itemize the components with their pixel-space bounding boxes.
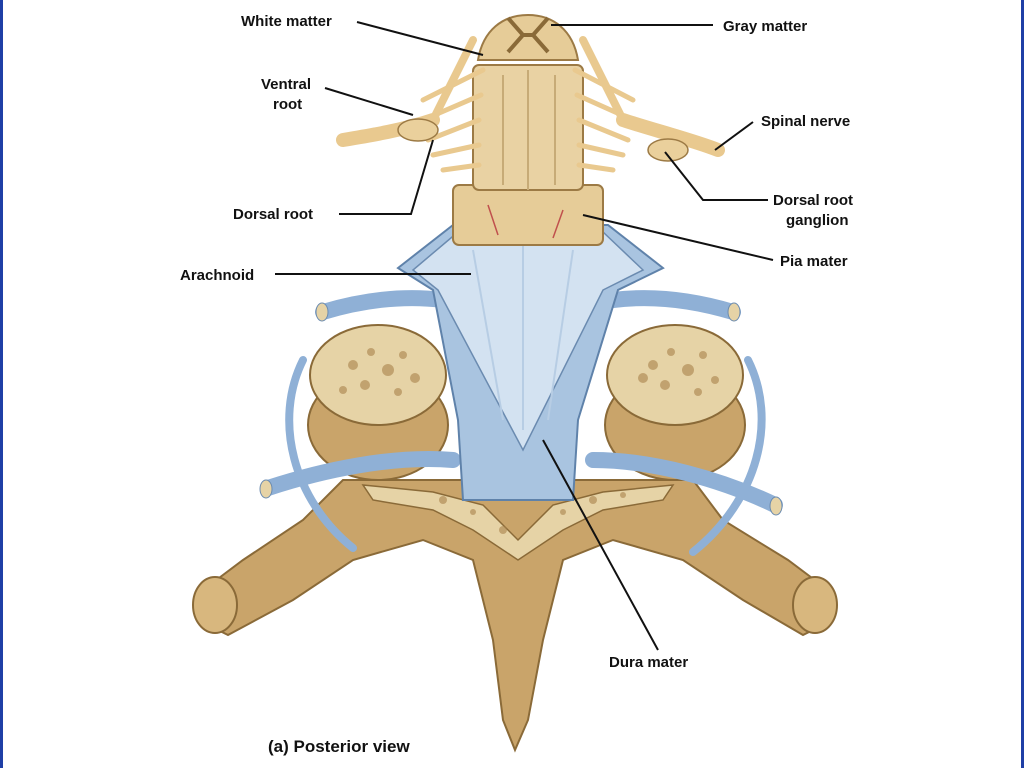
left-nerve-end bbox=[315, 302, 329, 322]
upper-nerve-roots bbox=[336, 36, 725, 173]
cord-pia-segment bbox=[452, 184, 604, 246]
right-spinal-nerve bbox=[616, 113, 725, 157]
label-gray-matter: Gray matter bbox=[723, 18, 807, 35]
pia-vessels bbox=[487, 204, 564, 239]
leader-lines bbox=[275, 21, 774, 651]
labels: White matter Gray matter Ventral root Sp… bbox=[180, 13, 853, 756]
label-pia-mater: Pia mater bbox=[780, 253, 848, 270]
spongy-bone-pores bbox=[339, 348, 719, 534]
left-upper-nerve bbox=[315, 290, 451, 320]
label-white-matter: White matter bbox=[241, 13, 332, 30]
left-vertebral-body-top bbox=[309, 324, 447, 426]
leader-spinal-nerve bbox=[714, 121, 754, 151]
meningeal-sheath bbox=[396, 224, 665, 501]
right-upper-branch bbox=[579, 36, 627, 124]
spinal-cord bbox=[452, 13, 604, 246]
left-outer-nerve bbox=[285, 356, 357, 552]
label-ventral-root-2: root bbox=[273, 96, 302, 113]
label-dorsal-root: Dorsal root bbox=[233, 206, 313, 223]
dura-fold-lines bbox=[472, 245, 574, 430]
right-ganglion bbox=[647, 138, 689, 162]
spinal-cord-meninges-diagram: White matter Gray matter Ventral root Sp… bbox=[180, 13, 853, 756]
lamina-cut-surface bbox=[361, 484, 675, 561]
lower-spinal-nerves bbox=[259, 290, 783, 556]
leader-pia-mater bbox=[582, 214, 774, 261]
label-dorsal-root-ganglion-1: Dorsal root bbox=[773, 192, 853, 209]
left-lower-nerve bbox=[260, 451, 461, 496]
label-spinal-nerve: Spinal nerve bbox=[761, 113, 850, 130]
figure-caption: (a) Posterior view bbox=[268, 737, 410, 756]
gray-matter-shape bbox=[506, 16, 550, 54]
left-upper-branch bbox=[429, 36, 477, 124]
left-lower-nerve-end bbox=[259, 479, 273, 499]
label-ventral-root-1: Ventral bbox=[261, 76, 311, 93]
label-dura-mater: Dura mater bbox=[609, 654, 688, 671]
leader-dura-mater bbox=[542, 439, 659, 651]
label-arachnoid: Arachnoid bbox=[180, 267, 254, 284]
right-upper-nerve bbox=[605, 290, 741, 320]
right-vertebral-body-top bbox=[606, 324, 744, 426]
cord-cross-section bbox=[476, 13, 580, 61]
right-transverse-tip bbox=[792, 576, 838, 634]
leader-ventral-root bbox=[324, 87, 414, 116]
right-lower-nerve bbox=[585, 452, 783, 513]
left-ganglion bbox=[397, 118, 439, 142]
vertebra-arch bbox=[196, 479, 835, 753]
leader-dorsal-root-ganglion bbox=[664, 151, 768, 201]
left-transverse-tip bbox=[192, 576, 238, 634]
cord-midline bbox=[502, 70, 556, 190]
label-dorsal-root-ganglion-2: ganglion bbox=[786, 212, 849, 229]
right-outer-nerve bbox=[689, 356, 766, 556]
leader-dorsal-root bbox=[339, 139, 434, 215]
leader-white-matter bbox=[356, 21, 484, 56]
right-lower-nerve-end bbox=[769, 496, 783, 516]
right-nerve-end bbox=[727, 302, 741, 322]
